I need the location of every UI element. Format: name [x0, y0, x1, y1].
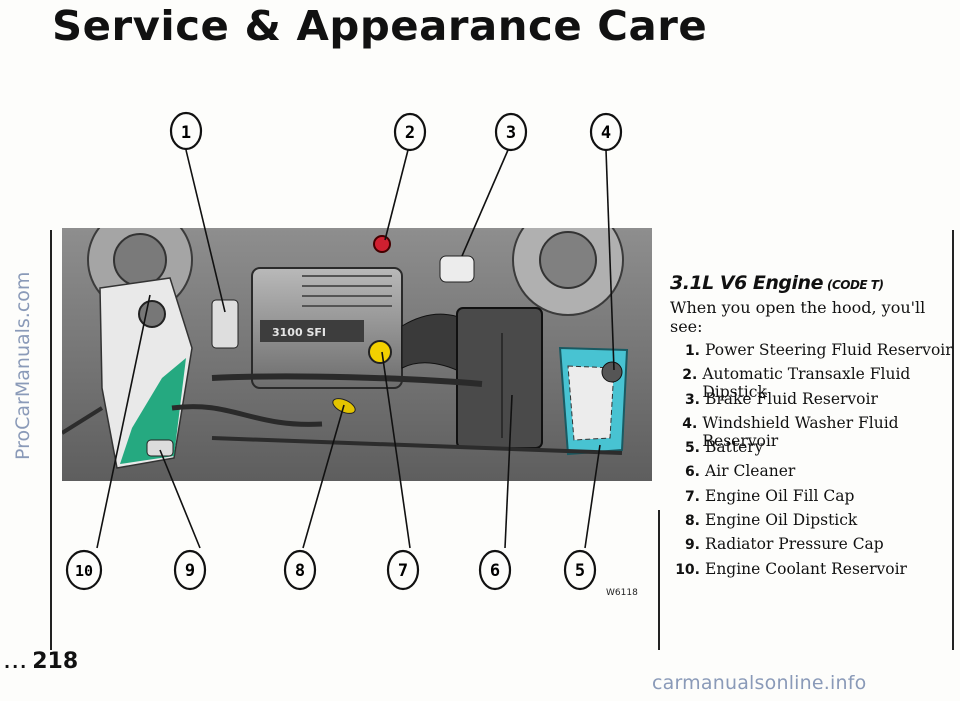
engine-bay-photo: 3100 SFI [62, 228, 652, 481]
power-steering-reservoir [211, 299, 239, 349]
page-title: Service & Appearance Care [52, 2, 708, 50]
legend-item: 7. Engine Oil Fill Cap [670, 487, 955, 511]
legend-heading: 3.1L V6 Engine(CODE T) [670, 272, 955, 294]
callout-3-label: 3 [506, 123, 516, 143]
callout-2 [393, 112, 427, 152]
legend-item: 9. Radiator Pressure Cap [670, 535, 955, 559]
callout-6-label: 6 [490, 561, 500, 581]
oil-fill-cap [368, 340, 392, 364]
callout-9 [173, 549, 207, 591]
legend-item-label: Radiator Pressure Cap [705, 535, 884, 554]
callout-7 [386, 549, 420, 591]
legend-intro: When you open the hood, you'll see: [670, 298, 926, 336]
callout-4-label: 4 [601, 123, 611, 143]
legend-item-label: Windshield Washer Fluid Reservoir [702, 413, 899, 450]
legend-item: 2.Automatic Transaxle Fluid Dipstick [670, 365, 955, 401]
callout-10-label: 10 [75, 562, 93, 580]
legend-item: 5. Battery [670, 438, 955, 462]
legend-item: 4.Windshield Washer Fluid Reservoir [670, 414, 955, 450]
bottom-watermark: carmanualsonline.info [652, 672, 867, 694]
engine-code: (CODE T) [826, 278, 884, 292]
page-number-dots: ... [4, 653, 29, 672]
legend-item-number: 8. [684, 513, 700, 530]
legend-item-number: 5. [684, 440, 700, 457]
callout-9-label: 9 [185, 561, 195, 581]
left-divider [50, 230, 52, 650]
legend-item: 10. Engine Coolant Reservoir [670, 560, 955, 584]
legend-item: 3. Brake Fluid Reservoir [670, 390, 955, 414]
legend-item-number: 3. [684, 391, 700, 408]
legend-item-number: 6. [684, 464, 700, 481]
callout-7-label: 7 [398, 561, 408, 581]
legend-item: 1. Power Steering Fluid Reservoir [670, 341, 955, 365]
legend-item: 8. Engine Oil Dipstick [670, 511, 955, 535]
page-number-value: 218 [32, 649, 79, 674]
legend-item-label: Brake Fluid Reservoir [705, 389, 878, 408]
callout-2-label: 2 [405, 123, 415, 143]
transaxle-dipstick [373, 235, 391, 253]
callout-5 [563, 549, 597, 591]
callout-1-label: 1 [181, 123, 191, 143]
callout-10 [65, 549, 103, 591]
svg-text:3100 SFI: 3100 SFI [272, 326, 326, 339]
callout-5-label: 5 [575, 561, 585, 581]
middle-divider [658, 510, 660, 650]
legend-item-number: 9. [684, 537, 700, 554]
legend-item-label: Power Steering Fluid Reservoir [705, 341, 953, 359]
legend-item-number: 1. [684, 343, 700, 359]
legend-item-label: Engine Oil Dipstick [705, 511, 858, 530]
legend-item-label: Automatic Transaxle Fluid Dipstick [702, 365, 911, 402]
brake-reservoir [439, 255, 475, 283]
legend-list: 1. Power Steering Fluid Reservoir 2.Autom… [670, 341, 955, 584]
legend-item-label: Engine Coolant Reservoir [705, 559, 907, 578]
legend-item-label: Engine Oil Fill Cap [705, 486, 855, 505]
callout-4 [589, 112, 623, 152]
legend-item-label: Air Cleaner [705, 462, 796, 481]
legend-item-number: 4. [682, 415, 698, 432]
legend-item: 6. Air Cleaner [670, 462, 955, 486]
legend-item-number: 10. [675, 561, 700, 578]
engine-name: 3.1L V6 Engine [670, 272, 823, 294]
callout-6 [478, 549, 512, 591]
right-divider [952, 230, 954, 650]
callout-8 [283, 549, 317, 591]
radiator-cap [146, 439, 174, 457]
legend-item-label: Battery [705, 438, 764, 457]
legend-item-number: 7. [684, 488, 700, 505]
legend: 3.1L V6 Engine(CODE T) When you open the… [670, 272, 955, 584]
callout-3 [494, 112, 528, 152]
callout-1 [169, 111, 203, 151]
washer-cap [601, 361, 623, 383]
figure-code: W6118 [606, 588, 638, 598]
legend-item-number: 2. [682, 367, 698, 384]
callout-8-label: 8 [295, 561, 305, 581]
page-number: ...218 [4, 649, 78, 674]
